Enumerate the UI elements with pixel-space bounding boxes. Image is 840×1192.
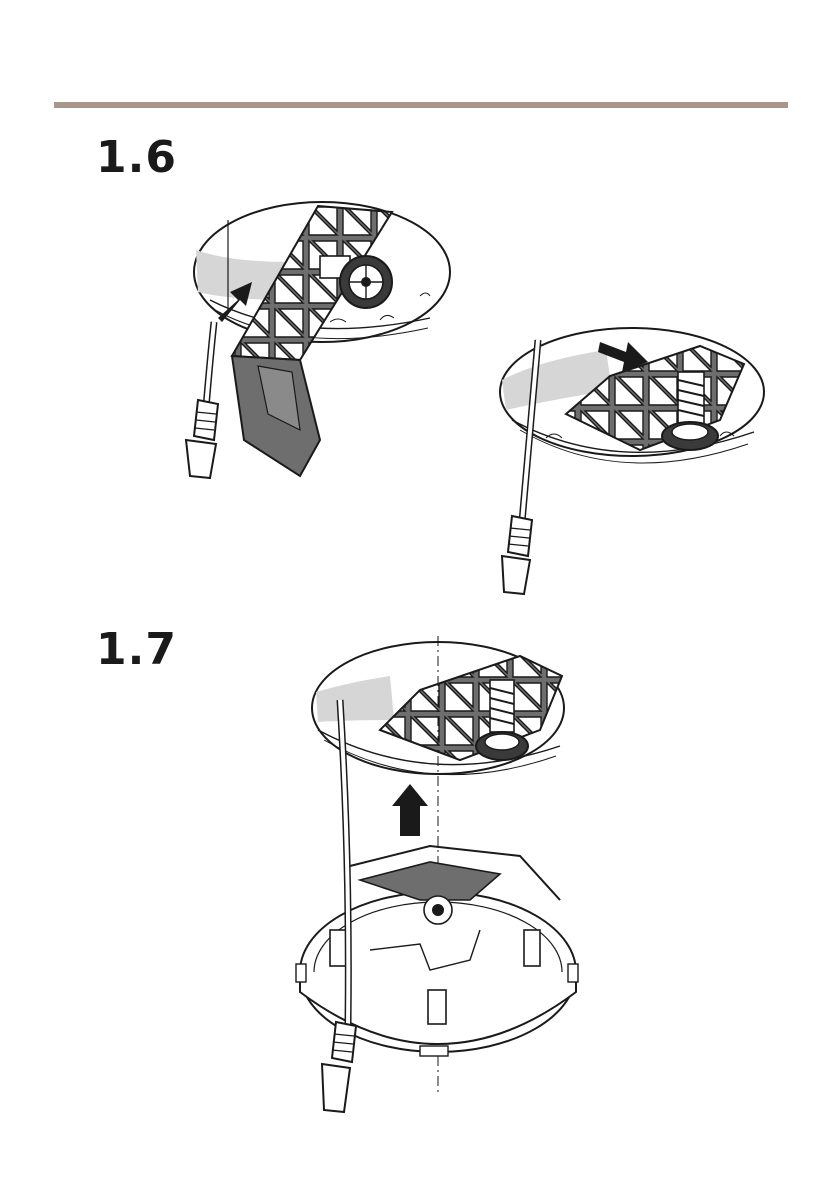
mount-raise-illustration: [296, 636, 578, 1112]
bracket-attach-illustration: [186, 202, 450, 478]
screw-tighten-illustration: [500, 328, 764, 594]
